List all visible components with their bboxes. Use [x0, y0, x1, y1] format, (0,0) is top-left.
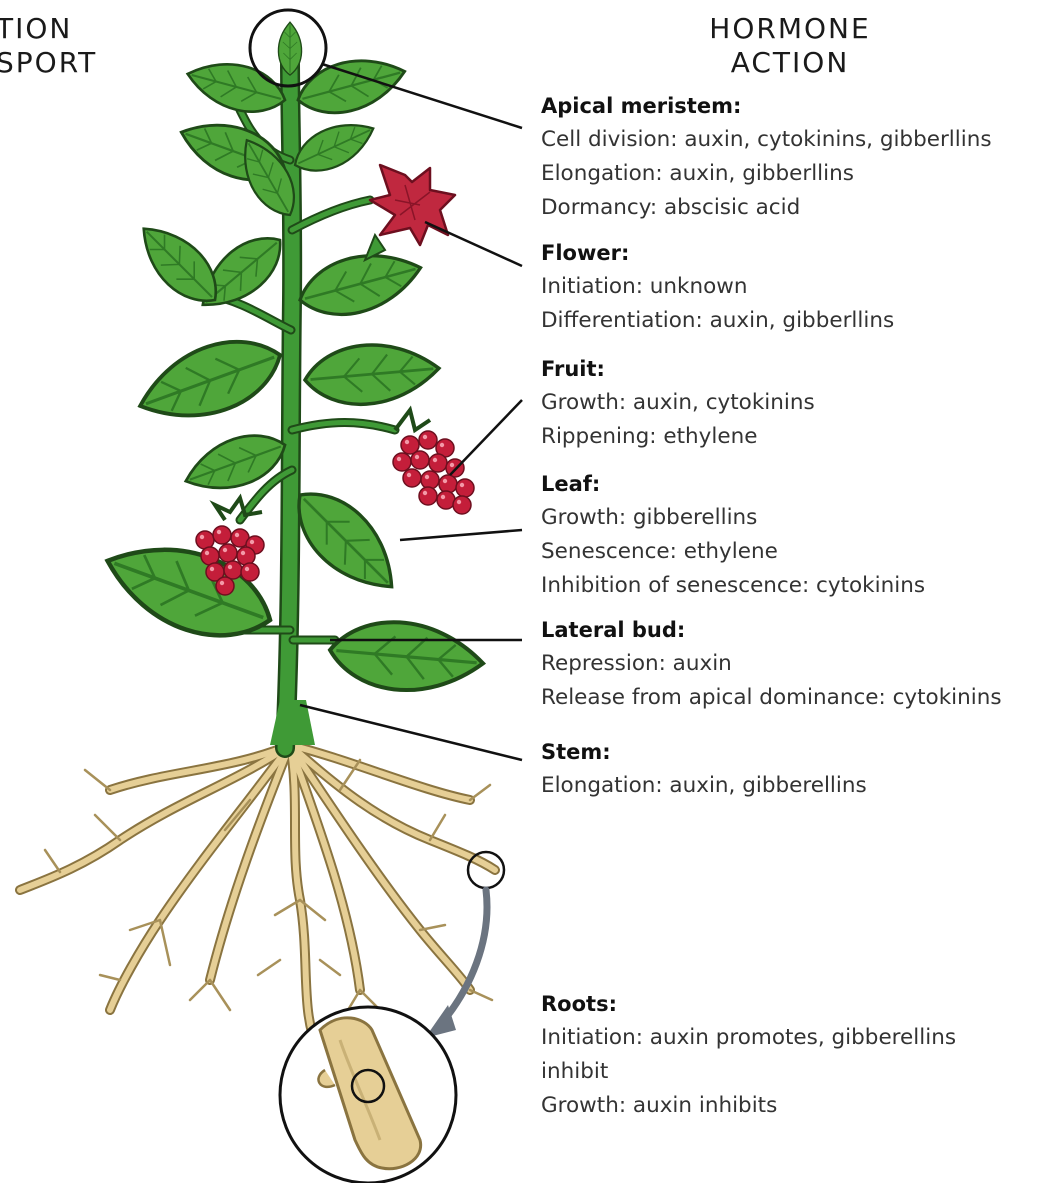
block-line: Differentiation: auxin, gibberllins — [541, 304, 1036, 338]
block-line: Initiation: unknown — [541, 270, 1036, 304]
block-title: Flower: — [541, 237, 1036, 270]
block-line: Elongation: auxin, gibberllins — [541, 157, 1036, 191]
block-line: Growth: auxin inhibits — [541, 1089, 1036, 1123]
block-line: Elongation: auxin, gibberellins — [541, 769, 1036, 803]
block-line: Inhibition of senescence: cytokinins — [541, 569, 1036, 603]
block-title: Lateral bud: — [541, 614, 1036, 647]
roots — [20, 745, 495, 1050]
block-line: Rippening: ethylene — [541, 420, 1036, 454]
block-line: Release from apical dominance: cytokinin… — [541, 681, 1036, 715]
flower — [365, 165, 455, 260]
fruit-block: Fruit: Growth: auxin, cytokinins Rippeni… — [541, 353, 1036, 454]
block-title: Fruit: — [541, 353, 1036, 386]
block-title: Apical meristem: — [541, 90, 1036, 123]
heading-left-line-2: SPORT — [0, 46, 97, 80]
heading-right-line-1: HORMONE — [690, 12, 890, 46]
heading-left-line-1: TION — [0, 12, 97, 46]
block-line: Senescence: ethylene — [541, 535, 1036, 569]
flower-block: Flower: Initiation: unknown Differentiat… — [541, 237, 1036, 338]
block-title: Stem: — [541, 736, 1036, 769]
block-line: Repression: auxin — [541, 647, 1036, 681]
block-line: Dormancy: abscisic acid — [541, 191, 1036, 225]
heading-right-line-2: ACTION — [690, 46, 890, 80]
roots-block: Roots: Initiation: auxin promotes, gibbe… — [541, 988, 1036, 1123]
stem-block: Stem: Elongation: auxin, gibberellins — [541, 736, 1036, 803]
heading-hormone-action: HORMONE ACTION — [690, 12, 890, 80]
block-line: Growth: auxin, cytokinins — [541, 386, 1036, 420]
block-title: Roots: — [541, 988, 1036, 1021]
apical-meristem-block: Apical meristem: Cell division: auxin, c… — [541, 90, 1036, 225]
block-line: Cell division: auxin, cytokinins, gibber… — [541, 123, 1036, 157]
lateral-bud-block: Lateral bud: Repression: auxin Release f… — [541, 614, 1036, 715]
block-title: Leaf: — [541, 468, 1036, 501]
leaf-block: Leaf: Growth: gibberellins Senescence: e… — [541, 468, 1036, 603]
heading-left: TION SPORT — [0, 12, 97, 80]
block-line: Growth: gibberellins — [541, 501, 1036, 535]
block-line: Initiation: auxin promotes, gibberellins… — [541, 1021, 996, 1089]
